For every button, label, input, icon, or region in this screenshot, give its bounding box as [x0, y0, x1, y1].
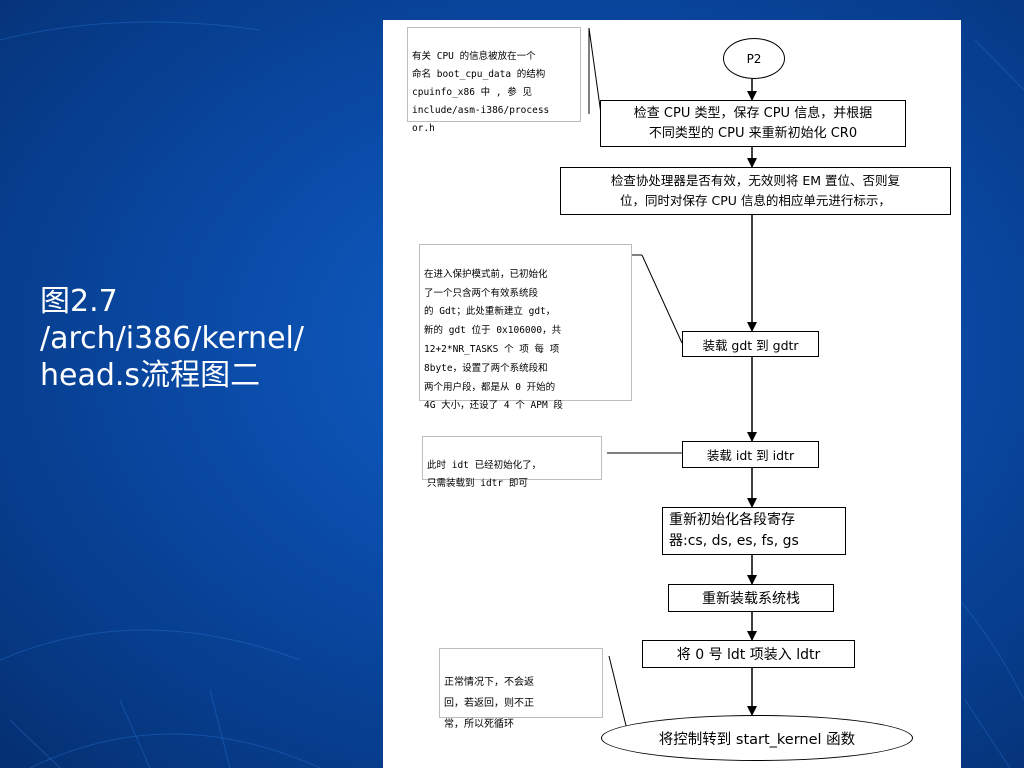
node-p2-label: P2 [746, 51, 762, 66]
note-cpu-info: 有关 CPU 的信息被放在一个 命名 boot_cpu_data 的结构 cpu… [407, 27, 581, 134]
caption-line-2: /arch/i386/kernel/ [40, 321, 304, 356]
node-start-kernel: 将控制转到 start_kernel 函数 [601, 715, 913, 761]
node-load-idt-label: 装载 idt 到 idtr [706, 448, 795, 463]
note-start-kernel-text: 正常情况下，不会返 回，若返回，则不正 常，所以死循环 [444, 677, 534, 730]
note-idt-text: 此时 idt 已经初始化了， 只需装载到 idtr 即可 [427, 460, 542, 489]
caption-line-1: 图2.7 [40, 284, 118, 319]
node-reinit-seg-label: 重新初始化各段寄存 器:cs, ds, es, fs, gs [669, 512, 799, 549]
caption-line-3: head.s流程图二 [40, 358, 261, 393]
note-gdt: 在进入保护模式前，已初始化 了一个只含两个有效系统段 的 Gdt；此处重新建立 … [419, 244, 632, 411]
node-p2: P2 [723, 38, 785, 79]
node-load-ldt: 将 0 号 ldt 项装入 ldtr [642, 640, 855, 668]
flowchart-canvas: P2 检查 CPU 类型，保存 CPU 信息，并根据 不同类型的 CPU 来重新… [383, 20, 961, 768]
note-idt: 此时 idt 已经初始化了， 只需装载到 idtr 即可 [422, 436, 602, 489]
node-reinit-seg: 重新初始化各段寄存 器:cs, ds, es, fs, gs [662, 507, 846, 555]
note-connector-cpu-diagonal [588, 27, 602, 115]
note-connector-gdt-diagonal [641, 254, 683, 344]
flowchart-connectors [588, 27, 757, 739]
node-reload-stack: 重新装载系统栈 [668, 584, 834, 612]
node-load-ldt-label: 将 0 号 ldt 项装入 ldtr [676, 647, 821, 663]
node-reload-stack-label: 重新装载系统栈 [702, 591, 800, 607]
note-gdt-text: 在进入保护模式前，已初始化 了一个只含两个有效系统段 的 Gdt；此处重新建立 … [424, 268, 563, 412]
note-start-kernel: 正常情况下，不会返 回，若返回，则不正 常，所以死循环 [439, 648, 603, 730]
node-start-kernel-label: 将控制转到 start_kernel 函数 [658, 731, 856, 748]
node-load-idt: 装载 idt 到 idtr [682, 441, 819, 468]
note-connector-ldt [608, 655, 630, 739]
node-check-fpu: 检查协处理器是否有效，无效则将 EM 置位、否则复 位，同时对保存 CPU 信息… [560, 167, 951, 215]
node-check-cpu-label: 检查 CPU 类型，保存 CPU 信息，并根据 不同类型的 CPU 来重新初始化… [633, 105, 873, 141]
node-check-cpu: 检查 CPU 类型，保存 CPU 信息，并根据 不同类型的 CPU 来重新初始化… [600, 100, 906, 147]
note-cpu-info-text: 有关 CPU 的信息被放在一个 命名 boot_cpu_data 的结构 cpu… [412, 51, 550, 134]
node-check-fpu-label: 检查协处理器是否有效，无效则将 EM 置位、否则复 位，同时对保存 CPU 信息… [610, 173, 901, 208]
node-load-gdt-label: 装载 gdt 到 gdtr [702, 337, 799, 353]
node-load-gdt: 装载 gdt 到 gdtr [682, 331, 819, 357]
slide-caption: 图2.7 /arch/i386/kernel/ head.s流程图二 [40, 283, 370, 394]
